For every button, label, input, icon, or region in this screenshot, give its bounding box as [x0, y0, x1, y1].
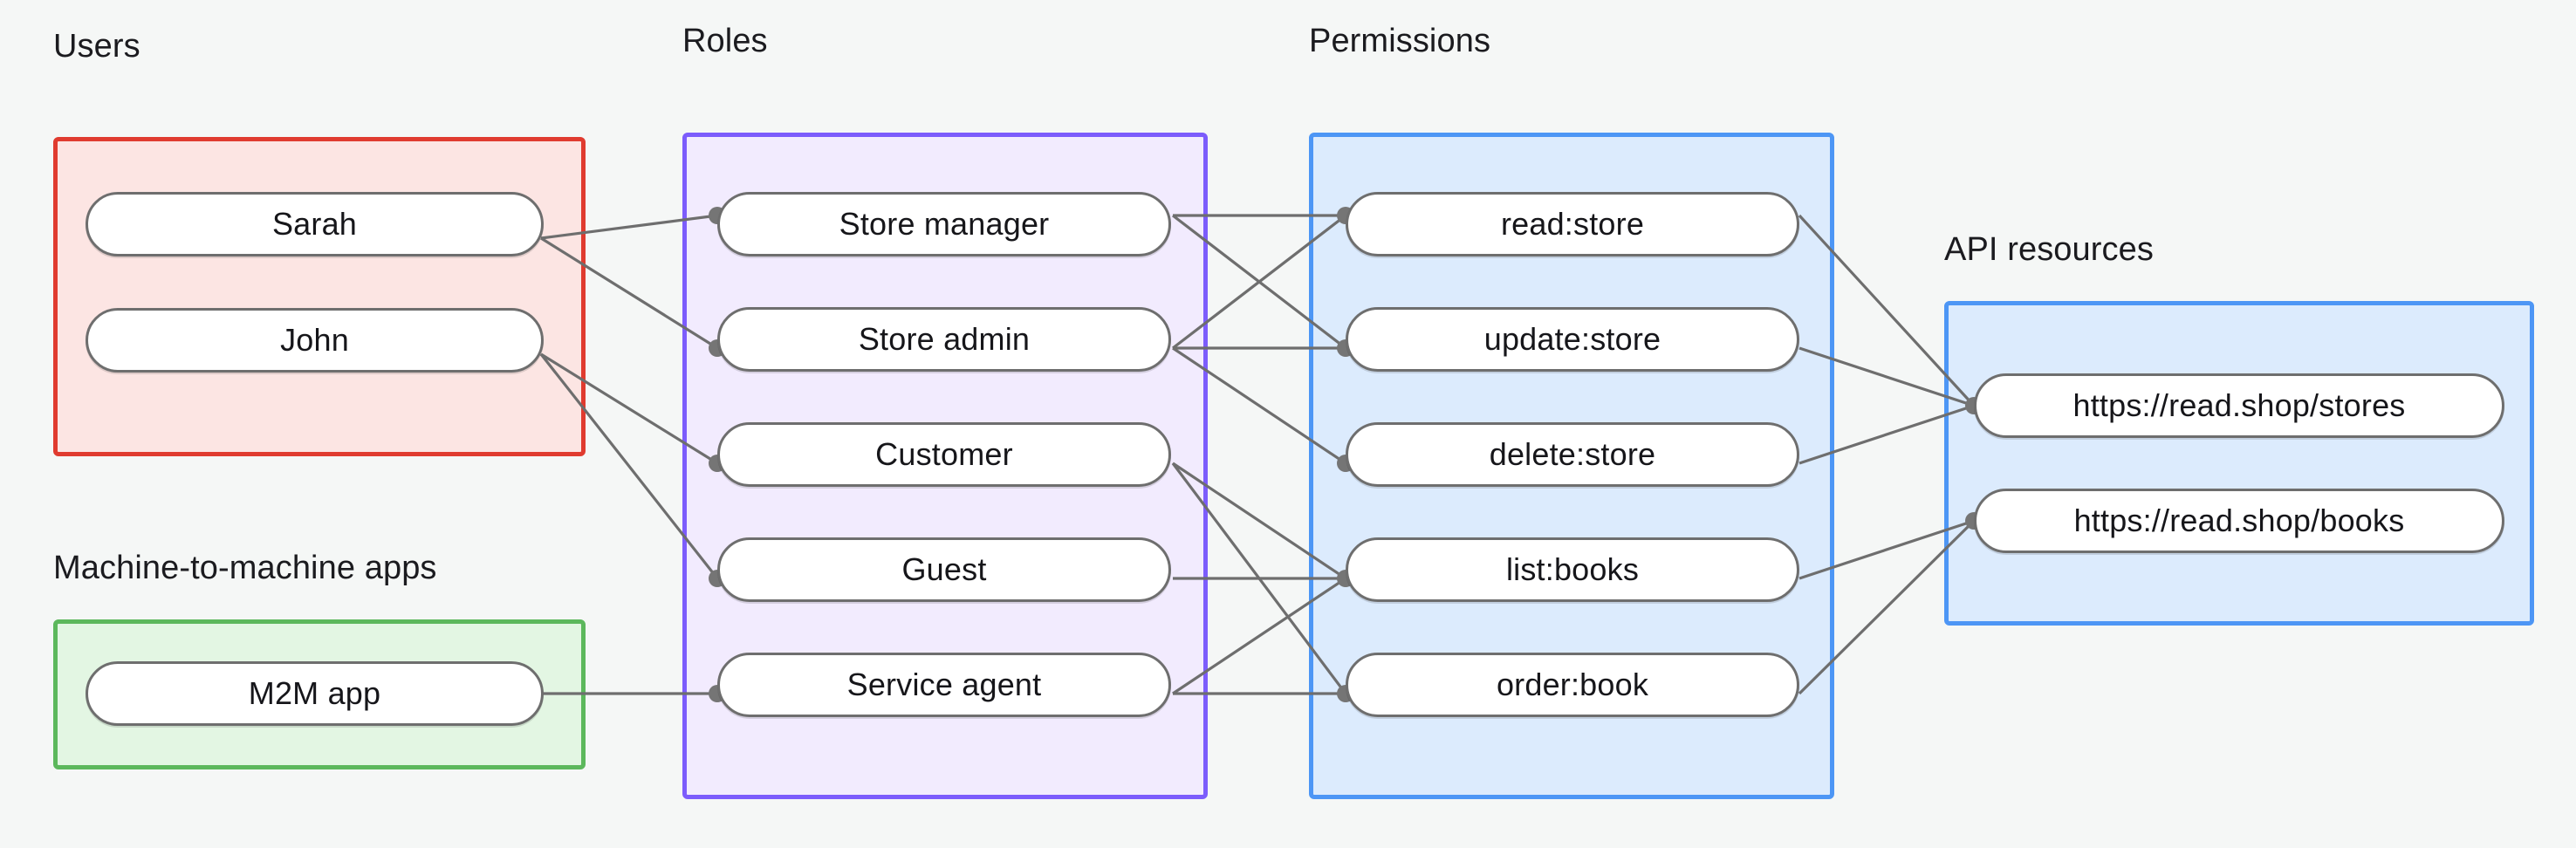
group-label-users: Users	[53, 28, 140, 65]
node-service-agent[interactable]: Service agent	[717, 653, 1171, 717]
node-john[interactable]: John	[86, 308, 544, 373]
node-order-book[interactable]: order:book	[1346, 653, 1799, 717]
group-box-users	[53, 137, 586, 456]
group-label-api-resources: API resources	[1944, 231, 2154, 268]
node-resource-books[interactable]: https://read.shop/books	[1974, 489, 2504, 553]
group-label-permissions: Permissions	[1309, 23, 1491, 59]
node-update-store[interactable]: update:store	[1346, 307, 1799, 372]
node-resource-stores[interactable]: https://read.shop/stores	[1974, 373, 2504, 438]
node-delete-store[interactable]: delete:store	[1346, 422, 1799, 487]
node-store-manager[interactable]: Store manager	[717, 192, 1171, 256]
group-label-machine-to-machine-apps: Machine-to-machine apps	[53, 550, 437, 586]
node-guest[interactable]: Guest	[717, 537, 1171, 602]
node-list-books[interactable]: list:books	[1346, 537, 1799, 602]
group-label-roles: Roles	[682, 23, 768, 59]
group-box-api-resources	[1944, 301, 2534, 626]
node-sarah[interactable]: Sarah	[86, 192, 544, 256]
node-read-store[interactable]: read:store	[1346, 192, 1799, 256]
node-store-admin[interactable]: Store admin	[717, 307, 1171, 372]
node-customer[interactable]: Customer	[717, 422, 1171, 487]
node-m2m-app[interactable]: M2M app	[86, 661, 544, 726]
